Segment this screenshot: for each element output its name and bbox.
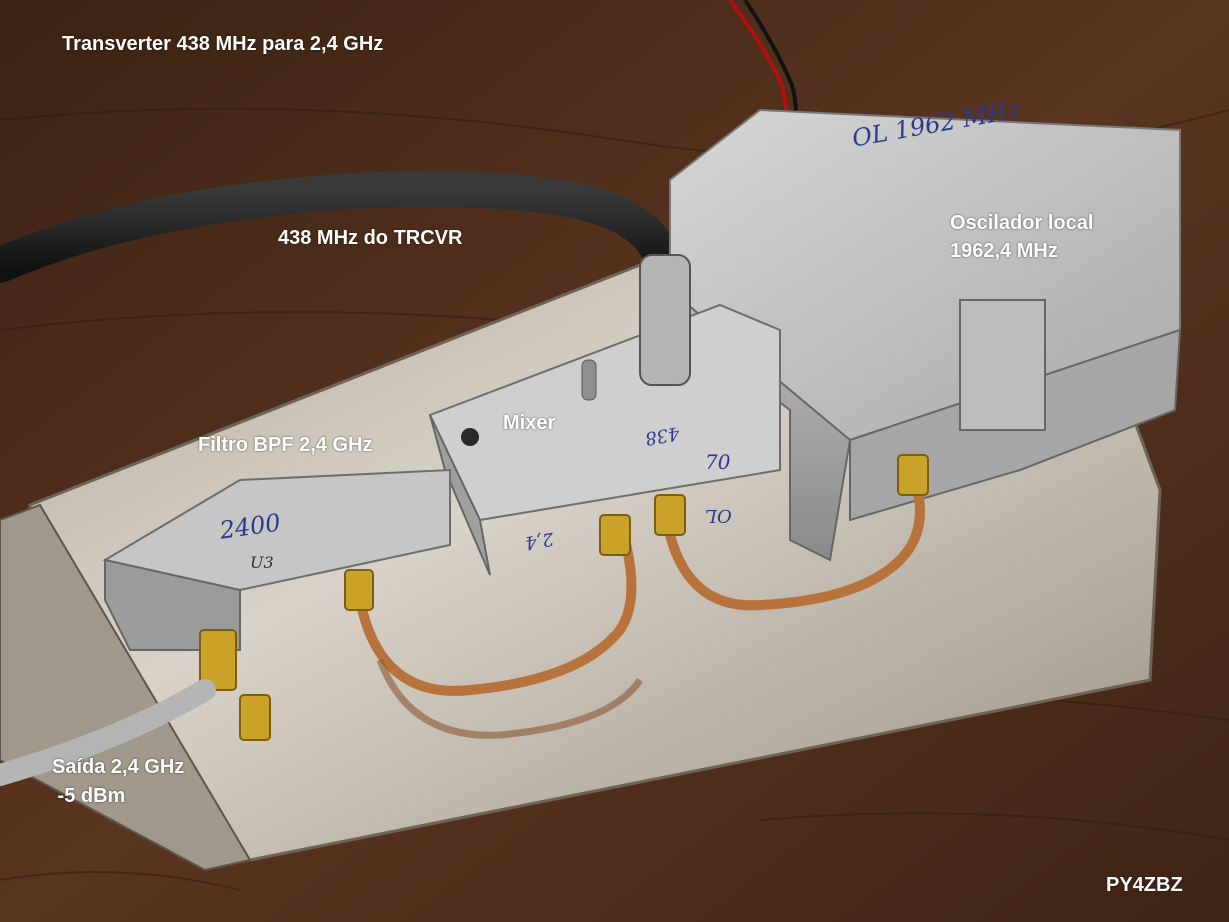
lo-caption-line2: 1962,4 MHz <box>950 240 1058 262</box>
coax-cable <box>0 171 683 288</box>
mixer-ol-handwriting: OL <box>705 505 732 526</box>
mixer-box-front <box>429 414 491 576</box>
copper-cable-reflection <box>376 658 643 739</box>
copper-cable-mixer-lo <box>665 475 925 611</box>
mixer-70-handwriting: 70 <box>705 450 731 474</box>
lo-connector-bracket <box>959 299 1046 431</box>
sma-connectors <box>199 454 929 741</box>
mixer-hole <box>461 428 479 446</box>
filter-tag: U3 <box>250 553 274 572</box>
output-cable <box>0 679 216 786</box>
mixer-caption: Mixer <box>503 412 556 434</box>
copper-cable-mixer-filter <box>355 535 637 696</box>
bnc-connector <box>639 254 691 386</box>
filter-box-side <box>104 558 241 651</box>
title-caption: Transverter 438 MHz para 2,4 GHz <box>62 33 384 55</box>
callsign-caption: PY4ZBZ <box>1106 874 1183 896</box>
output-caption-line1: Saída 2,4 GHz <box>52 756 185 778</box>
output-caption-line2: -5 dBm <box>52 785 126 807</box>
filter-caption: Filtro BPF 2,4 GHz <box>198 434 373 456</box>
lo-caption-line1: Oscilador local <box>950 212 1094 234</box>
toggle-switch <box>581 359 597 401</box>
input-caption: 438 MHz do TRCVR <box>278 227 463 249</box>
base-plate-lower <box>0 503 252 872</box>
